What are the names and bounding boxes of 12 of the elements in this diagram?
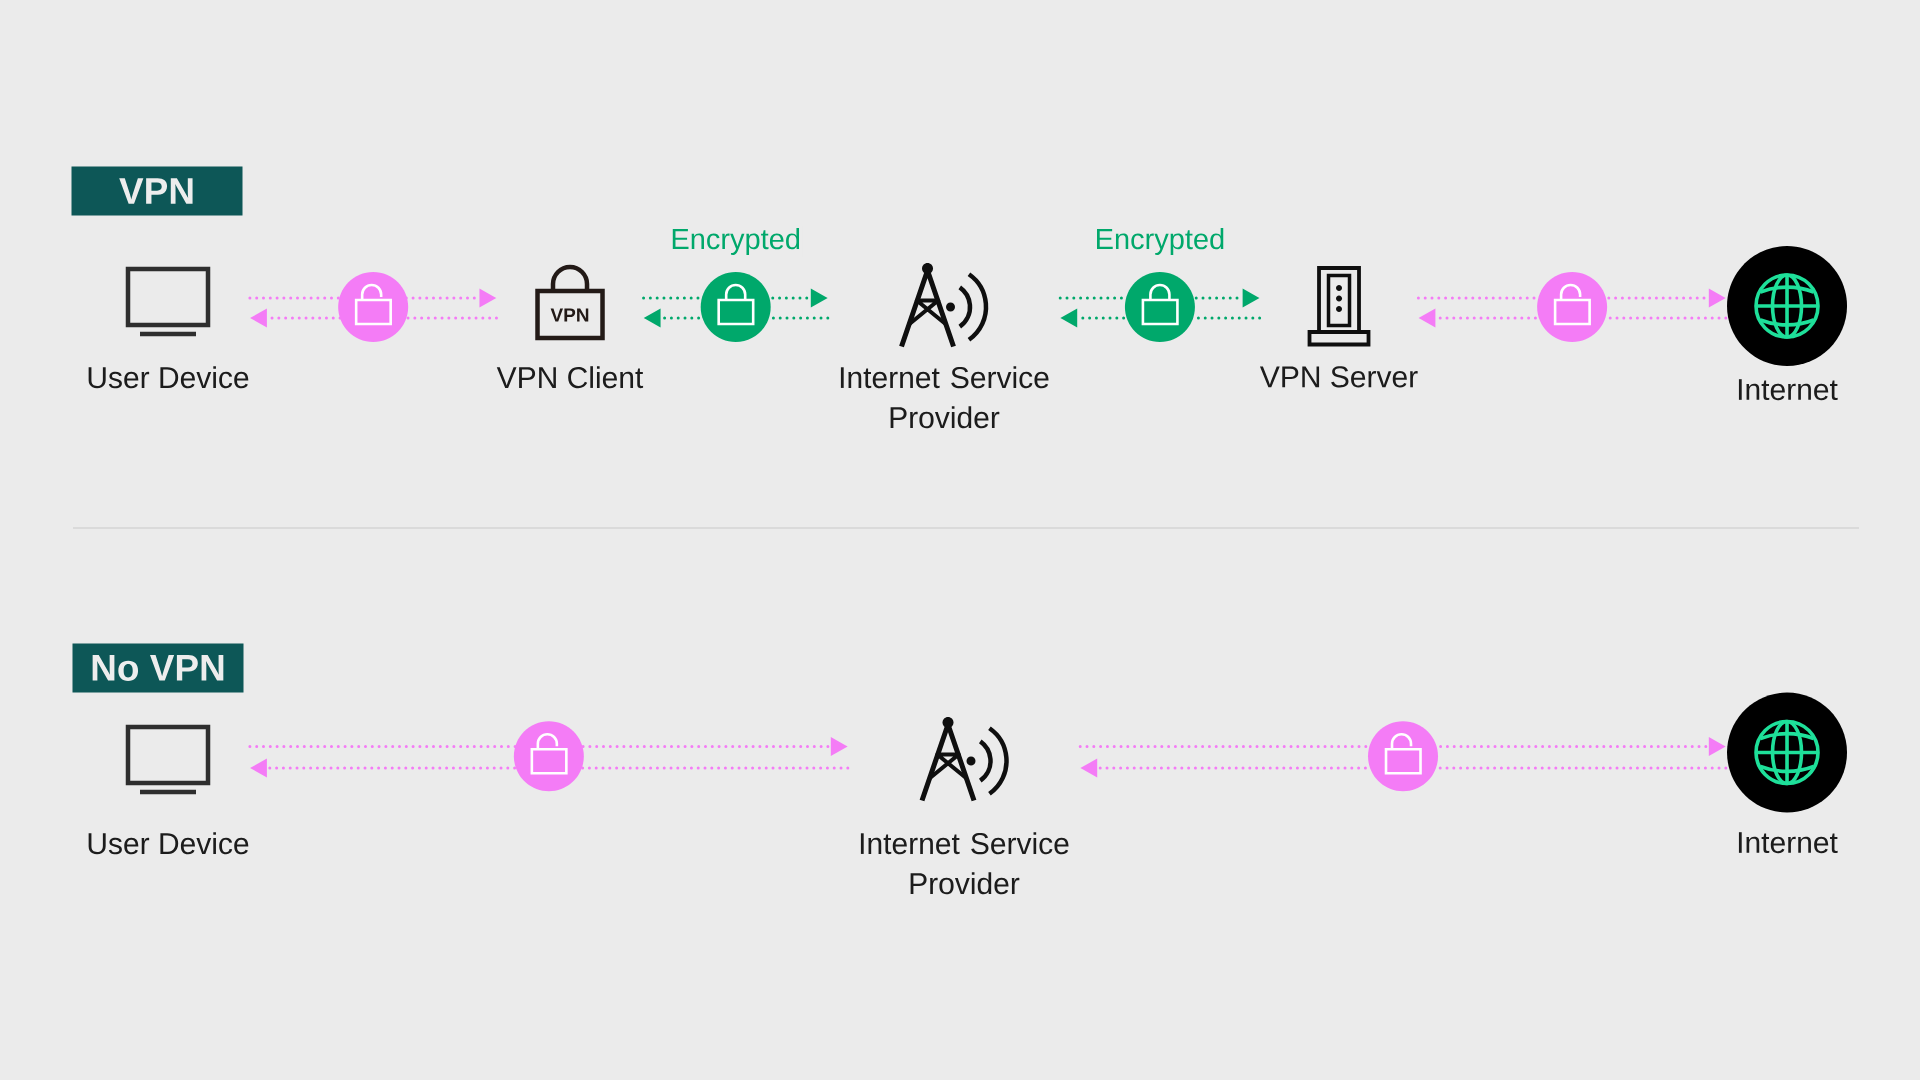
node-label: Internet [1738, 832, 1838, 854]
section-badge: No VPN [72, 643, 244, 693]
node-label: VPN Client [496, 366, 644, 389]
node-label: User Device [88, 366, 249, 389]
node-label: User Device [88, 832, 249, 855]
section-badge: VPN [71, 166, 243, 216]
node-label: Internet Service Provider [840, 366, 1049, 429]
edge-label: Encrypted [1093, 226, 1227, 257]
node-label: VPN Server [1259, 366, 1418, 388]
edge-label: Encrypted [668, 226, 803, 257]
node-label: Internet Service Provider [860, 832, 1069, 895]
node-label: Internet [1738, 379, 1838, 401]
